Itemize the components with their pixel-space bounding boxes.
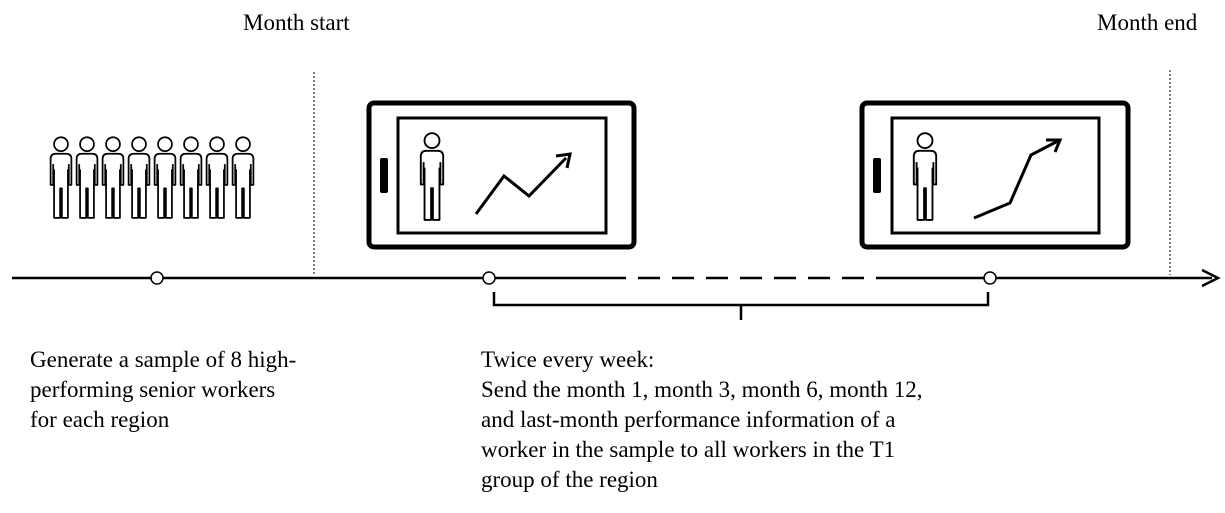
timeline-marker-sample [150, 271, 164, 285]
timeline-marker-last-send [983, 271, 997, 285]
caption-line: Twice every week: [481, 347, 655, 372]
caption-line: and last-month performance information o… [481, 407, 896, 432]
timeline-marker-first-send [482, 271, 496, 285]
group-of-workers-icon [49, 136, 255, 219]
performance-chart-icon [973, 139, 1059, 220]
caption-line: Generate a sample of 8 high- [30, 347, 297, 372]
caption-line: performing senior workers [30, 377, 276, 402]
caption-line: worker in the sample to all workers in t… [481, 437, 896, 462]
sample-generation-caption: Generate a sample of 8 high- performing … [30, 345, 296, 435]
performance-chart-icon [474, 156, 568, 215]
caption-line: for each region [30, 407, 170, 432]
caption-line: group of the region [481, 467, 658, 492]
month-end-label: Month end [1097, 10, 1198, 35]
caption-line: Send the month 1, month 3, month 6, mont… [481, 377, 923, 402]
worker-icon [912, 132, 938, 221]
phone-icon-second [859, 100, 1131, 250]
sending-period-bracket [492, 292, 990, 320]
month-start-label: Month start [243, 10, 350, 35]
information-sending-caption: Twice every week: Send the month 1, mont… [481, 345, 922, 495]
phone-icon-first [366, 100, 637, 250]
worker-icon [419, 132, 445, 221]
timeline-arrow-head [1201, 268, 1221, 288]
